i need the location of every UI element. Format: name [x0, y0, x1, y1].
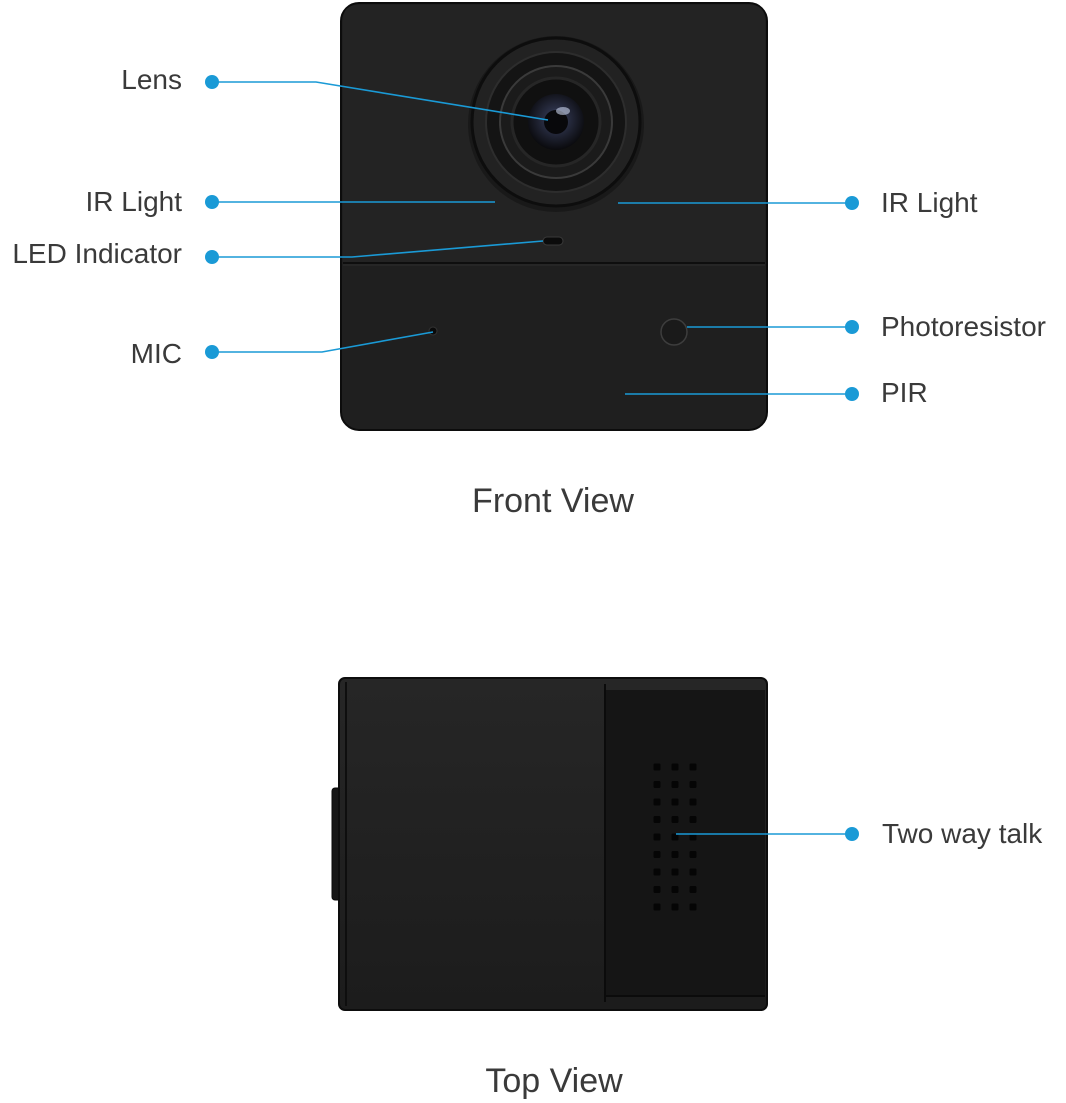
- pir-label: PIR: [881, 377, 928, 408]
- speaker-grille-hole: [653, 816, 661, 823]
- lens-assembly: [468, 36, 644, 212]
- speaker-grille-hole: [671, 763, 679, 771]
- speaker-grille-hole: [671, 851, 679, 858]
- speaker-grille-hole: [671, 886, 679, 893]
- speaker-grille-hole: [653, 851, 661, 858]
- ir-light-right-label: IR Light: [881, 187, 978, 218]
- ir-light-left-callout-dot: [205, 195, 219, 209]
- photoresistor-label: Photoresistor: [881, 311, 1046, 342]
- top-view-caption: Top View: [485, 1062, 623, 1100]
- speaker-grille-hole: [653, 903, 661, 911]
- front-view-caption: Front View: [472, 482, 634, 520]
- led-indicator-callout-dot: [205, 250, 219, 264]
- camera-top-body: [331, 677, 768, 1011]
- speaker-grille-hole: [689, 868, 697, 876]
- two-way-talk-callout-dot: [845, 827, 859, 841]
- mic-callout-line: [212, 331, 434, 353]
- speaker-grille-hole: [653, 833, 661, 841]
- speaker-grille-hole: [689, 851, 697, 858]
- led-indicator-label: LED Indicator: [12, 238, 182, 269]
- speaker-grille-hole: [689, 798, 697, 806]
- speaker-grille-hole: [689, 763, 697, 771]
- speaker-grille-hole: [653, 781, 661, 788]
- speaker-grille: [653, 763, 697, 911]
- speaker-grille-hole: [653, 886, 661, 893]
- speaker-grille-hole: [671, 816, 679, 823]
- speaker-grille-hole: [689, 886, 697, 893]
- lens-callout-line: [212, 81, 549, 121]
- speaker-grille-hole: [653, 798, 661, 806]
- led-indicator-callout-line: [212, 240, 544, 258]
- speaker-grille-hole: [671, 781, 679, 788]
- two-way-talk-label: Two way talk: [882, 818, 1043, 849]
- speaker-grille-hole: [653, 868, 661, 876]
- lens-label: Lens: [121, 64, 182, 95]
- photoresistor-sensor: [660, 318, 688, 346]
- speaker-grille-hole: [689, 781, 697, 788]
- speaker-grille-hole: [671, 833, 679, 841]
- speaker-grille-hole: [689, 833, 697, 841]
- lens-callout-dot: [205, 75, 219, 89]
- speaker-grille-hole: [689, 903, 697, 911]
- ir-light-right-callout-dot: [845, 196, 859, 210]
- speaker-grille-hole: [689, 816, 697, 823]
- photoresistor-callout-dot: [845, 320, 859, 334]
- mic-callout-dot: [205, 345, 219, 359]
- speaker-grille-hole: [653, 763, 661, 771]
- ir-light-left-label: IR Light: [85, 186, 183, 217]
- speaker-grille-hole: [671, 798, 679, 806]
- led-indicator: [542, 236, 564, 246]
- pir-callout-dot: [845, 387, 859, 401]
- mic-label: MIC: [130, 338, 182, 369]
- mic-hole: [428, 326, 438, 336]
- speaker-grille-hole: [671, 868, 679, 876]
- speaker-grille-hole: [671, 903, 679, 911]
